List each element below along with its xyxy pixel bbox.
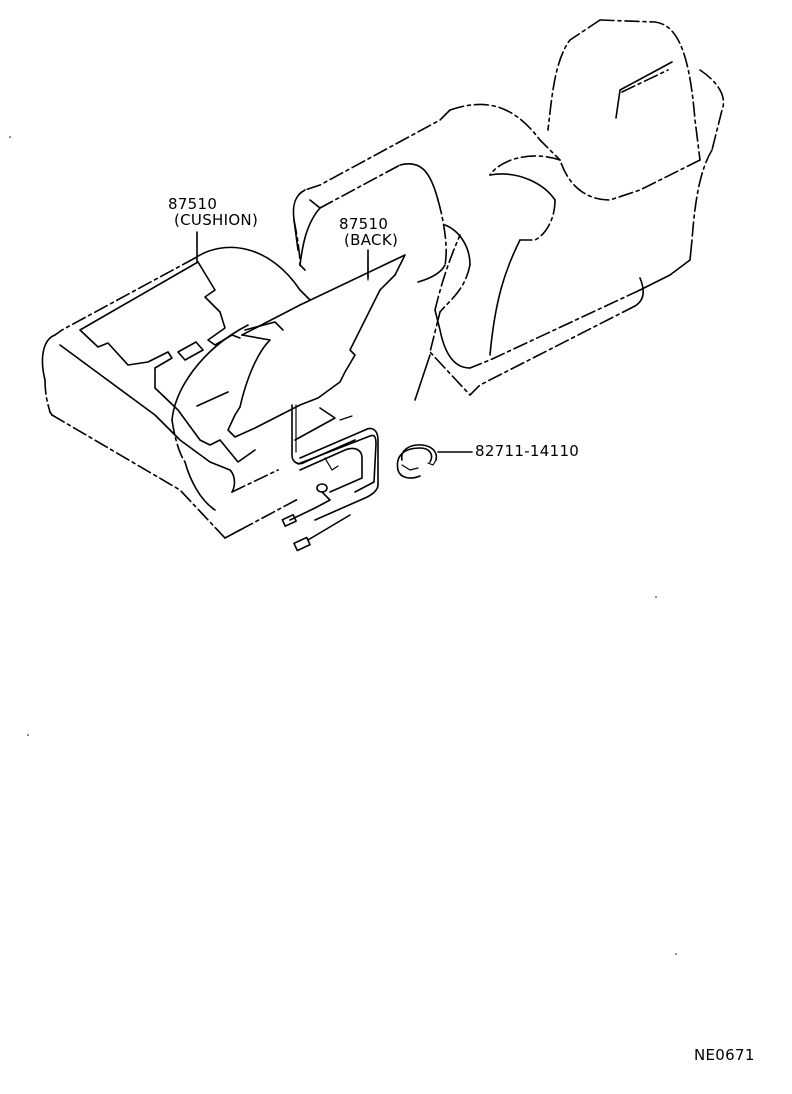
back-heater-element xyxy=(227,254,406,438)
clamp-part xyxy=(396,444,473,479)
clamp-part-number: 82711-14110 xyxy=(475,442,580,460)
seat-cushion-outline xyxy=(41,246,311,539)
cushion-part-number: 87510 xyxy=(168,195,218,213)
back-part-number: 87510 xyxy=(339,215,389,233)
rear-seat-outline xyxy=(304,19,725,396)
seat-back-outline xyxy=(292,163,471,401)
cushion-heater-element xyxy=(79,261,336,463)
wire-harness xyxy=(281,404,379,552)
cushion-part-note: (CUSHION) xyxy=(174,211,259,229)
figure-code: NE0671 xyxy=(694,1046,755,1064)
back-part-note: (BACK) xyxy=(344,231,399,249)
